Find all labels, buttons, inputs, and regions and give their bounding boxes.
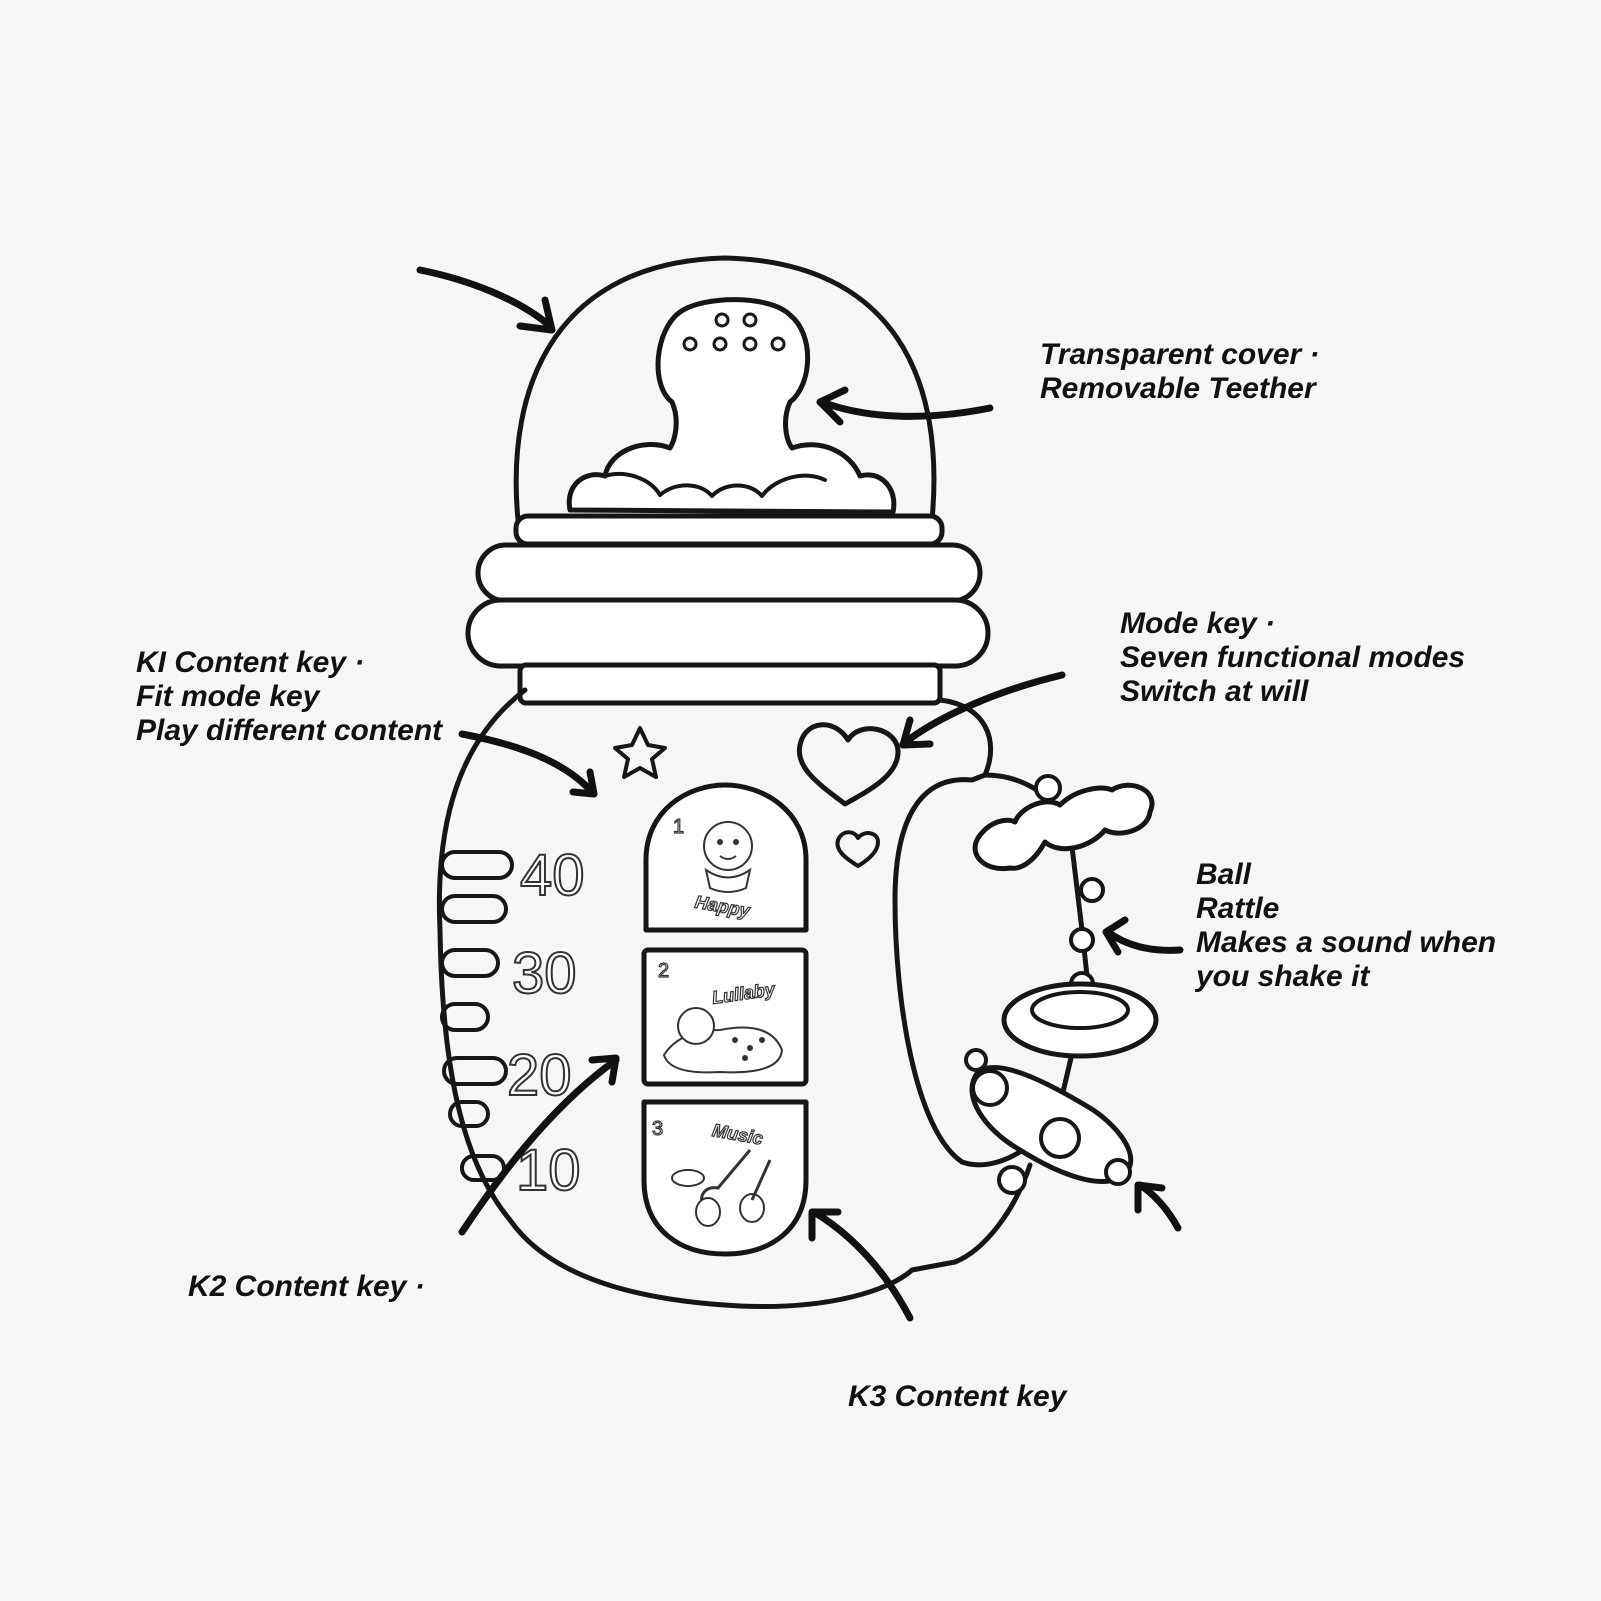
bottle-collar [465, 513, 991, 706]
label-line: Transparent cover · [1040, 338, 1320, 371]
cloud-icon [972, 782, 1155, 872]
k2-content-key[interactable]: 2 Lullaby [641, 947, 809, 1087]
teether-dot [714, 312, 730, 328]
ball-icon [1039, 1117, 1081, 1159]
heart-icon [835, 830, 880, 868]
arrow-k2 [458, 1054, 620, 1236]
teether [566, 297, 897, 515]
label-line: K3 Content key [848, 1380, 1067, 1413]
label-line: Rattle [1196, 892, 1280, 925]
ball-icon [997, 1165, 1027, 1195]
bottle-body [436, 687, 1033, 1309]
label-k3-content-key: K3 Content key [848, 1380, 1066, 1414]
ball-icon [1079, 877, 1105, 903]
k3-card-number: 3 [652, 1118, 663, 1140]
teether-dot [742, 312, 758, 328]
transparent-cover-dome [513, 255, 937, 523]
ball-icon [964, 1048, 988, 1072]
teether-dot [742, 336, 758, 352]
k3-content-key[interactable]: 3 Music [641, 1099, 809, 1257]
ball-icon [971, 1069, 1009, 1107]
arrows [416, 266, 1184, 1322]
teether-dot [770, 336, 786, 352]
arrow-ball [1102, 916, 1184, 956]
happy-baby-icon [703, 821, 753, 893]
arrow-k3 [808, 1208, 914, 1322]
k1-card-number: 1 [673, 816, 684, 838]
label-line: Seven functional modes [1120, 641, 1466, 674]
scale-mark-20: 20 [507, 1043, 572, 1108]
label-line: Mode key · [1120, 607, 1276, 640]
scale-tabs [440, 850, 514, 1182]
k1-content-key[interactable]: 1 Happy [643, 782, 809, 933]
label-mode-key: Mode key · Seven functional modes Switch… [1120, 607, 1465, 709]
label-transparent-cover: Transparent cover · Removable Teether [1040, 338, 1320, 406]
label-k1-content-key: KI Content key · Fit mode key Play diffe… [136, 646, 442, 748]
ball-icon [1034, 774, 1062, 802]
ring-inner [1030, 990, 1130, 1030]
sleeping-baby-icon [662, 1007, 784, 1074]
teether-dot [682, 336, 698, 352]
ball-icon [1069, 927, 1095, 953]
label-line: KI Content key · [136, 646, 365, 679]
scale-mark-30: 30 [512, 941, 577, 1006]
label-line: you shake it [1196, 960, 1370, 993]
label-ball-rattle: Ball Rattle Makes a sound when you shake… [1196, 858, 1496, 994]
arrow-teether [816, 386, 994, 426]
teether-dot [712, 336, 728, 352]
label-k2-content-key: K2 Content key · [188, 1270, 425, 1304]
label-line: Makes a sound when [1196, 926, 1497, 959]
arrow-rattle [1134, 1181, 1182, 1232]
arrow-mode-key [899, 671, 1066, 749]
arrow-k1 [458, 730, 598, 798]
label-line: Fit mode key [136, 680, 320, 713]
label-line: Play different content [136, 714, 443, 747]
star-icon [613, 726, 667, 779]
label-line: K2 Content key · [188, 1270, 425, 1303]
label-line: Ball [1196, 858, 1252, 891]
label-line: Removable Teether [1040, 372, 1316, 405]
heart-icon[interactable] [796, 722, 901, 807]
k2-card-number: 2 [658, 960, 669, 982]
guitar-drum-icon [671, 1149, 772, 1227]
scale-mark-10: 10 [516, 1138, 581, 1203]
ball-icon [1104, 1158, 1132, 1186]
label-line: Switch at will [1120, 675, 1309, 708]
arrow-top-left [416, 266, 556, 334]
scale-mark-40: 40 [520, 843, 585, 908]
rattle-ring[interactable] [964, 1048, 1134, 1186]
